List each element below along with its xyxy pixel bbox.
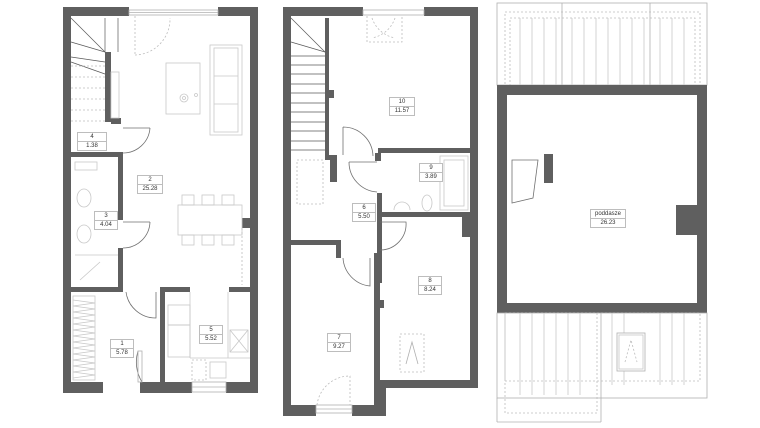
room-number: 9 [420,164,442,173]
room-area: 5.50 [358,214,370,220]
first-floor-plan [283,7,478,416]
room-label-10: 10 11.57 [389,97,415,116]
room-label-5: 5 5.52 [199,325,223,344]
room-number: 3 [95,212,117,221]
room-area: 9.27 [333,344,345,350]
room-label-9: 9 3.89 [419,163,443,182]
room-area: 11.57 [394,108,410,114]
room-number: 4 [78,133,106,142]
room-area: 8.24 [424,287,436,293]
room-area: 3.89 [425,174,437,180]
room-label-4: 4 1.38 [77,132,107,151]
attic-plan [496,2,708,423]
room-name: poddasze [591,210,625,219]
room-number: 8 [419,277,441,286]
room-number: 7 [328,334,350,343]
room-number: 2 [138,176,162,185]
ground-floor-plan [63,7,258,393]
room-label-2: 2 25.28 [137,175,163,194]
room-area: 4.04 [100,222,112,228]
room-label-6: 6 5.50 [352,203,376,222]
room-area: 25.28 [142,186,158,192]
room-number: 1 [111,340,133,349]
room-area: 5.78 [116,350,128,356]
room-area: 26.23 [600,220,616,226]
room-label-3: 3 4.04 [94,211,118,230]
room-number: 6 [353,204,375,213]
room-number: 5 [200,326,222,335]
room-label-7: 7 9.27 [327,333,351,352]
room-area: 1.38 [86,143,98,149]
room-number: 10 [390,98,414,107]
room-label-poddasze: poddasze 26.23 [590,209,626,228]
room-label-8: 8 8.24 [418,276,442,295]
room-area: 5.52 [205,336,217,342]
room-label-1: 1 5.78 [110,339,134,358]
